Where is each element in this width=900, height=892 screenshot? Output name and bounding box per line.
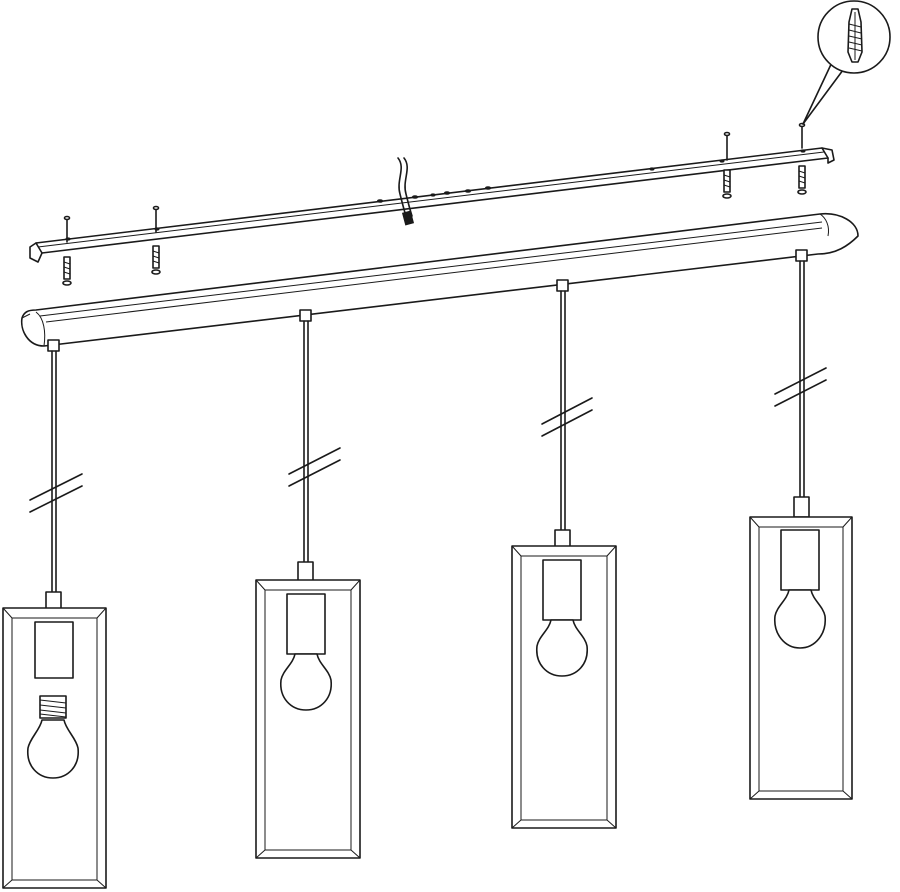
cord-grip [556, 279, 569, 292]
lamp-socket [34, 621, 74, 679]
lamp-socket [286, 593, 326, 655]
cage-shade [749, 516, 853, 800]
wall-plug-detail-icon [847, 8, 863, 63]
screw-set-3 [722, 131, 732, 199]
cord-clamp [297, 561, 314, 583]
light-bulb-icon [536, 619, 588, 677]
light-bulb-icon [280, 653, 332, 711]
cord-break-marks [541, 397, 593, 437]
pendant-2 [255, 309, 361, 859]
cord-break-marks [774, 367, 827, 407]
cord-break-marks [29, 473, 83, 513]
canopy-bar [20, 212, 859, 347]
screw-set-1 [62, 215, 72, 286]
cord-grip [299, 309, 312, 322]
cord-clamp [793, 496, 810, 518]
cord-break-marks [288, 447, 341, 487]
screws-and-plugs [62, 122, 807, 286]
screw-set-2 [151, 205, 161, 275]
lamp-socket [542, 559, 582, 621]
bracket-holes [65, 149, 806, 241]
detail-callout [802, 0, 891, 125]
lamp-socket [780, 529, 820, 591]
cord-grip [795, 249, 808, 262]
mounting-bracket [29, 147, 835, 263]
pendant-1 [2, 339, 107, 889]
cord-grip [47, 339, 60, 352]
light-bulb-icon [27, 695, 79, 779]
power-cable [397, 157, 415, 226]
pendant-4 [749, 249, 853, 800]
pendant-3 [511, 279, 617, 829]
light-bulb-icon [774, 589, 826, 649]
cage-shade [511, 545, 617, 829]
